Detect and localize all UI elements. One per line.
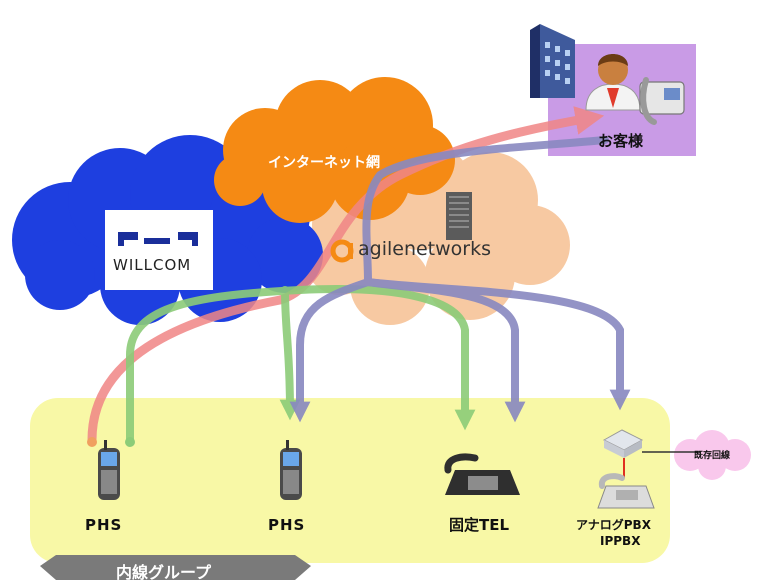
agile-networks-label: agilenetworks xyxy=(358,238,492,260)
phs-center-label: PHS xyxy=(268,516,306,534)
willcom-label: WILLCOM xyxy=(113,256,192,274)
extension-group-label: 内線グループ xyxy=(116,563,212,582)
existing-line-label: 既存回線 xyxy=(694,451,731,461)
willcom-logo-box xyxy=(105,210,213,290)
ippbx-label: IPPBX xyxy=(600,534,641,548)
analog-pbx-phone-icon xyxy=(597,473,655,509)
routes-purple xyxy=(289,136,631,423)
analog-pbx-label: アナログPBX xyxy=(576,518,651,532)
person-icon xyxy=(585,54,641,111)
routes-green xyxy=(126,285,476,444)
desk-phone-icon xyxy=(639,77,685,125)
phs-left-label: PHS xyxy=(85,516,123,534)
internet-cloud-label: インターネット網 xyxy=(268,155,380,171)
fixed-tel-icon xyxy=(444,453,520,495)
group-tab xyxy=(40,555,311,580)
phs-center-icon xyxy=(280,440,302,500)
route-pink xyxy=(87,106,605,445)
existing-line-cloud xyxy=(674,430,751,480)
server-icon xyxy=(446,192,472,240)
customer-label: お客様 xyxy=(598,132,644,150)
willcom-logo-icon xyxy=(118,232,198,246)
phs-left-icon xyxy=(87,437,135,500)
building-icon xyxy=(530,24,575,98)
fixed-tel-label: 固定TEL xyxy=(449,516,510,534)
agile-logo-icon xyxy=(330,239,354,263)
extension-area xyxy=(30,398,670,563)
internet-cloud xyxy=(214,77,455,223)
adapter-icon xyxy=(602,429,644,458)
